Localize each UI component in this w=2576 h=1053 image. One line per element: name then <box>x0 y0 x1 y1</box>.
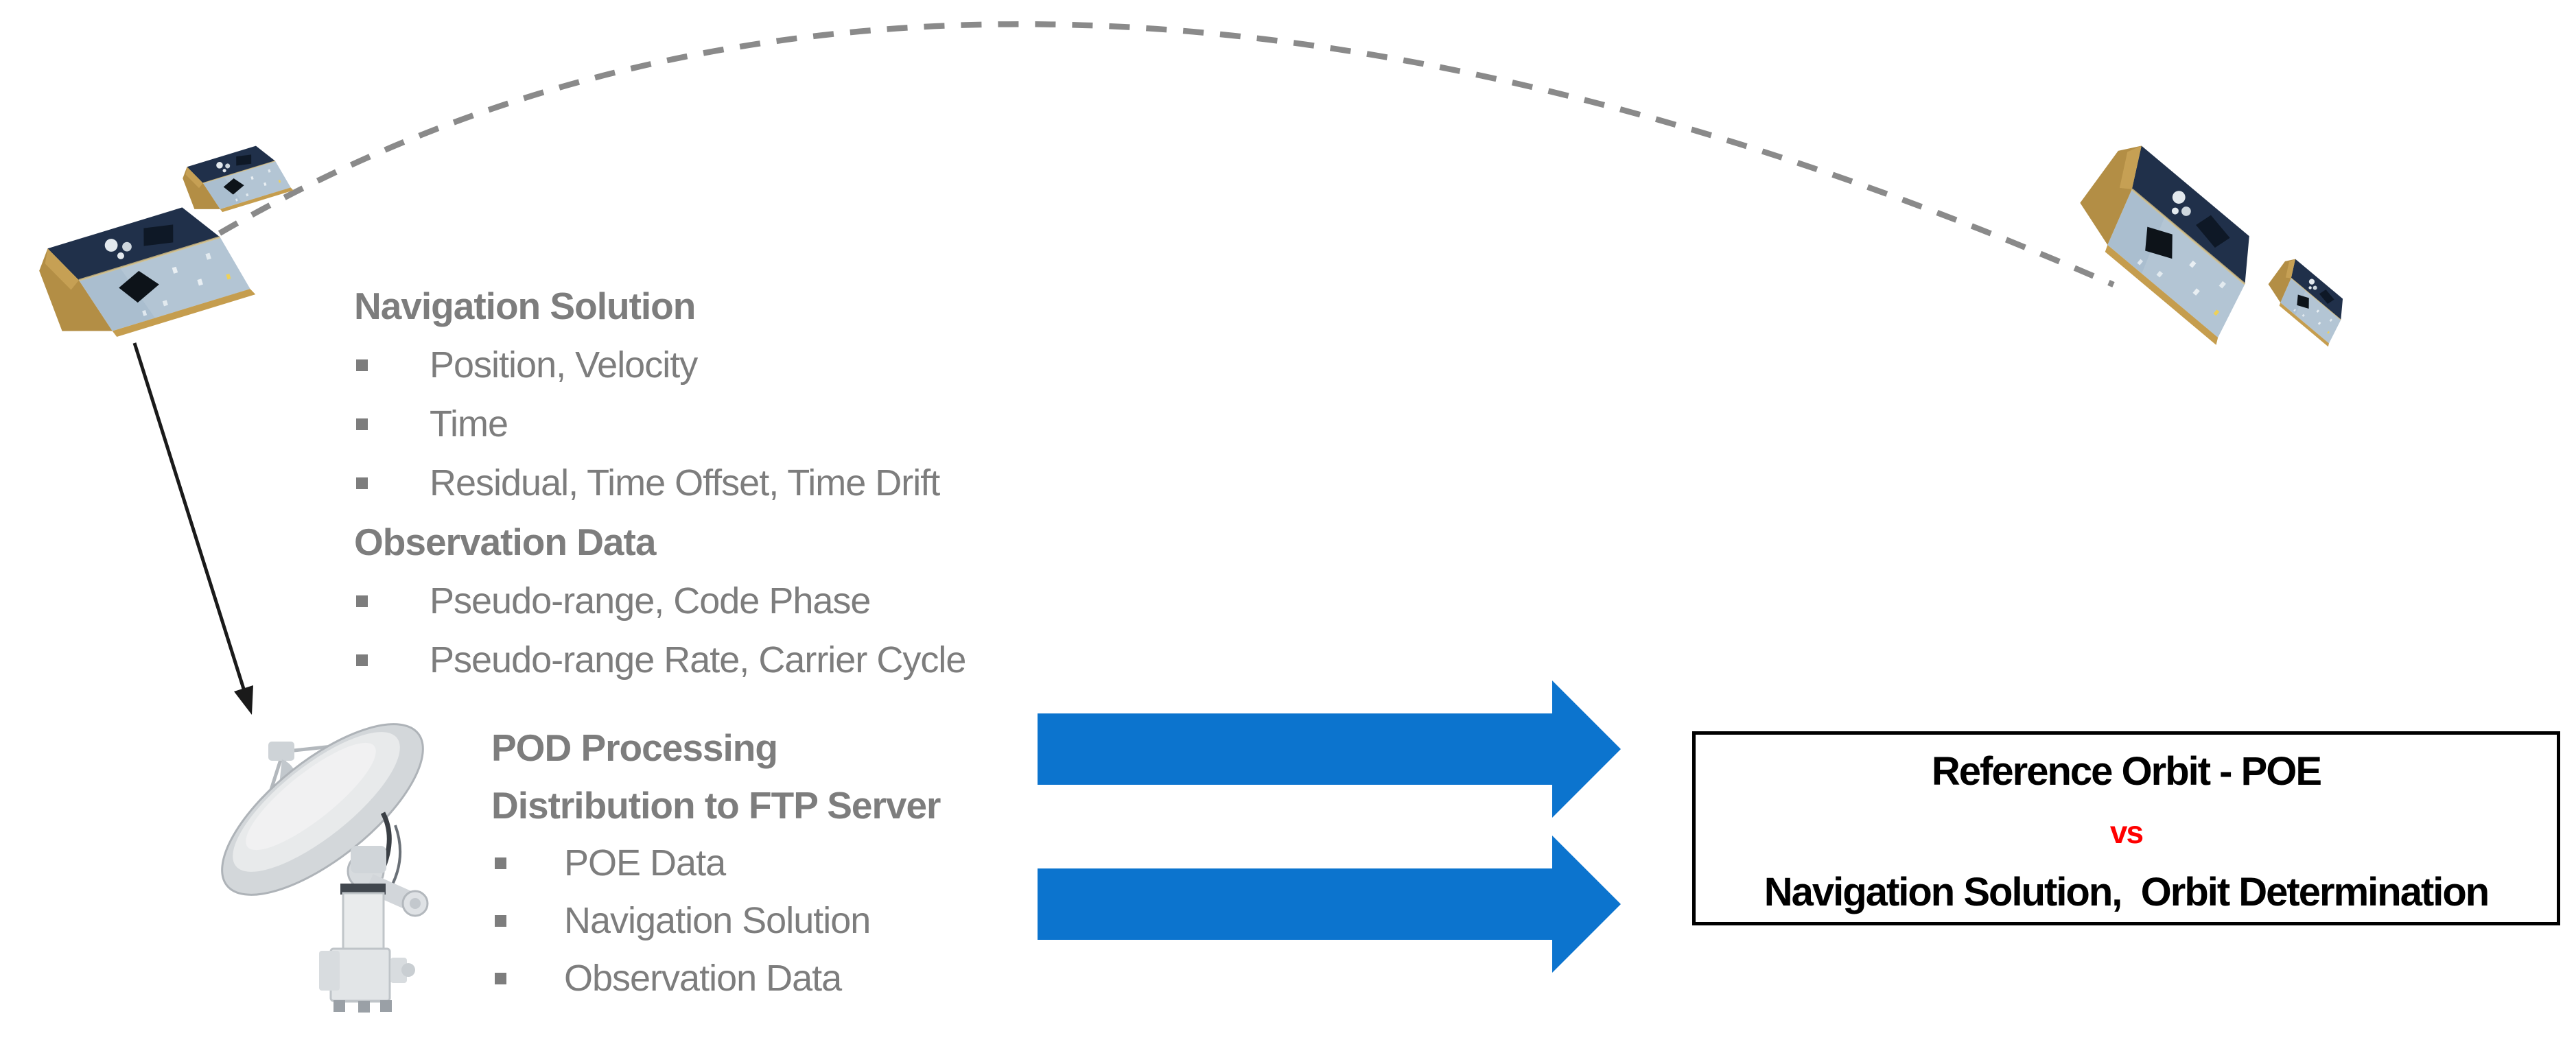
comparison-line-2: Navigation Solution, Orbit Determination <box>1764 870 2490 914</box>
list-item: POE Data <box>491 834 940 892</box>
satellite-icon-left-small <box>179 139 294 221</box>
vs-label: vs <box>2109 814 2144 850</box>
downlink-arrow <box>132 342 253 715</box>
list-item: Observation Data <box>491 949 940 1007</box>
comparison-line-1: Reference Orbit - POE <box>1931 749 2322 794</box>
square-bullet-icon <box>356 595 368 607</box>
pod-processing-title: POD Processing <box>491 726 778 769</box>
right-satellite-pair <box>2061 135 2358 348</box>
square-bullet-icon <box>356 654 368 666</box>
list-item-label: Pseudo-range Rate, Carrier Cycle <box>430 639 966 681</box>
flow-arrow-bottom <box>1038 836 1621 973</box>
list-item-label: Observation Data <box>564 958 842 999</box>
comparison-box: Reference Orbit - POE vs Navigation Solu… <box>1692 731 2560 925</box>
satellite-icon-right-small <box>2260 254 2358 348</box>
blue-flow-arrows <box>1038 681 1621 973</box>
list-item: Pseudo-range Rate, Carrier Cycle <box>354 630 966 689</box>
square-bullet-icon <box>495 857 506 869</box>
satellite-icon-left-big <box>32 193 257 354</box>
list-item-label: Time <box>430 403 508 445</box>
list-item-label: Position, Velocity <box>430 344 698 386</box>
list-item: Position, Velocity <box>354 335 965 394</box>
list-item: Time <box>354 394 965 453</box>
ftp-distribution-title: Distribution to FTP Server <box>491 784 941 827</box>
list-item: Pseudo-range, Code Phase <box>354 571 965 630</box>
square-bullet-icon <box>356 477 368 489</box>
observation-data-title: Observation Data <box>354 521 656 563</box>
pod-processing-block: POD Processing Distribution to FTP Serve… <box>491 719 941 1007</box>
square-bullet-icon <box>495 914 506 927</box>
ground-station-dish-icon <box>221 723 429 1013</box>
list-item: Navigation Solution <box>491 892 940 949</box>
square-bullet-icon <box>356 359 368 371</box>
nav-solution-title: Navigation Solution <box>354 285 696 327</box>
left-satellite-pair <box>32 139 294 354</box>
square-bullet-icon <box>356 418 368 430</box>
list-item-label: Pseudo-range, Code Phase <box>430 580 871 622</box>
flow-arrow-top <box>1038 681 1621 818</box>
orbit-dashed-arc <box>218 21 2115 287</box>
satellite-icon-right-big <box>2061 135 2285 346</box>
navigation-solution-block: Navigation Solution Position, Velocity T… <box>354 276 966 689</box>
square-bullet-icon <box>495 972 506 984</box>
list-item-label: Navigation Solution <box>564 900 871 941</box>
list-item-label: POE Data <box>564 842 726 884</box>
list-item: Residual, Time Offset, Time Drift <box>354 453 965 512</box>
list-item-label: Residual, Time Offset, Time Drift <box>430 462 940 504</box>
